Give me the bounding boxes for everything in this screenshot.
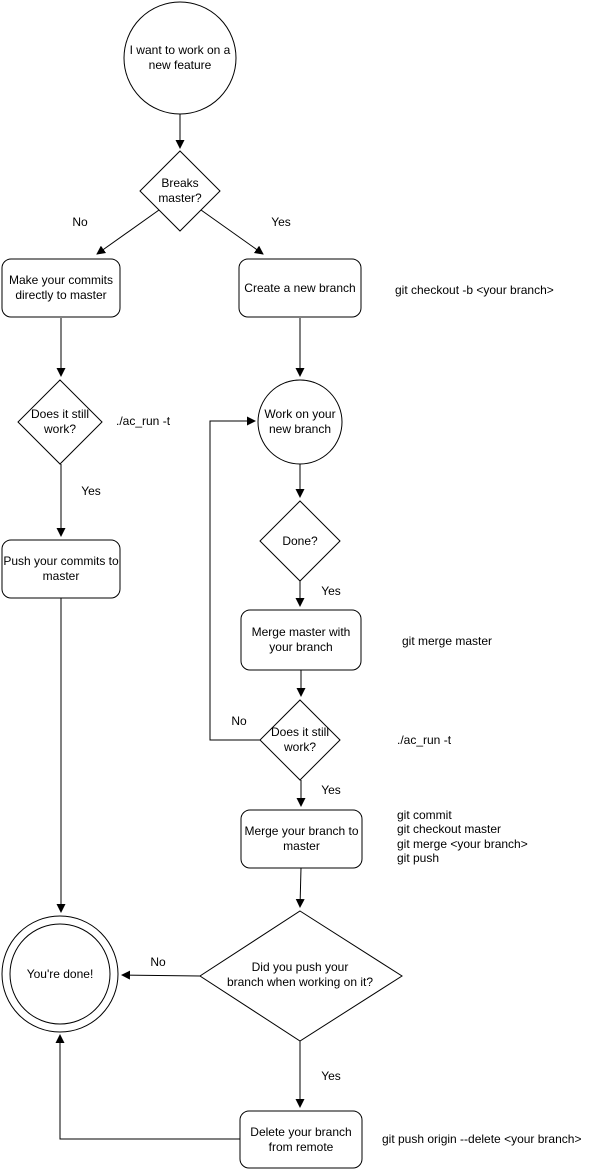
annotation-merge-master-cmd: git merge master [402, 634, 493, 648]
node-still-work-right-label: Does it still work? [270, 725, 329, 754]
node-push-commits-label: Push your commits to master [3, 554, 119, 583]
edge-label-still-right-yes: Yes [321, 783, 341, 797]
node-merge-master-label: Merge master with your branch [251, 625, 351, 654]
annotation-checkout-cmd: git checkout -b <your branch> [395, 283, 554, 297]
node-merge-branch-label: Merge your branch to master [244, 824, 359, 853]
node-did-push-label: Did you push your branch when working on… [226, 960, 374, 989]
node-commit-to-master-label: Make your commits directly to master [8, 273, 114, 302]
node-youre-done-label: You're done! [26, 966, 94, 981]
edge-delete-to-done [55, 1034, 240, 1140]
node-create-branch-shape [238, 258, 362, 318]
annotation-merge-to-master-cmds: git commit git checkout master git merge… [397, 808, 528, 865]
edge-breaks-yes [200, 209, 264, 255]
node-breaks-master-label: Breaks master? [158, 176, 202, 205]
node-commit-to-master-shape [1, 258, 121, 318]
edge-label-still-right-no: No [231, 714, 247, 728]
annotation-test-cmd-left: ./ac_run -t [116, 414, 171, 428]
node-merge-branch-shape [240, 809, 363, 869]
edge-label-done-yes: Yes [321, 584, 341, 598]
node-breaks-master-shape [139, 150, 221, 232]
node-still-work-left-label: Does it still work? [30, 407, 89, 436]
node-delete-branch-label: Delete your branch from remote [250, 1124, 352, 1154]
edge-label-did-push-no: No [150, 955, 166, 969]
node-start-label: I want to work on a new feature [129, 43, 231, 72]
annotation-delete-remote-cmd: git push origin --delete <your branch> [382, 1132, 582, 1146]
edge-breaks-no [96, 209, 160, 255]
node-youre-done-inner-shape [9, 923, 111, 1025]
node-done-label: Done? [282, 533, 318, 548]
edge-didpush-no-to-done [121, 970, 201, 980]
edge-label-breaks-yes: Yes [271, 215, 291, 229]
node-work-branch-label: Work on your new branch [264, 407, 336, 436]
node-create-branch-label: Create a new branch [244, 280, 356, 295]
edge-label-breaks-no: No [72, 215, 88, 229]
node-still-work-left-shape [17, 379, 103, 465]
annotation-test-cmd-right: ./ac_run -t [397, 733, 452, 747]
node-still-work-right-shape [259, 699, 341, 781]
edge-label-did-push-yes: Yes [321, 1069, 341, 1083]
edge-mergebranch-to-didpush [295, 867, 305, 908]
edge-label-still-left-yes: Yes [81, 484, 101, 498]
edge-stillwork-no-loop [209, 416, 260, 741]
